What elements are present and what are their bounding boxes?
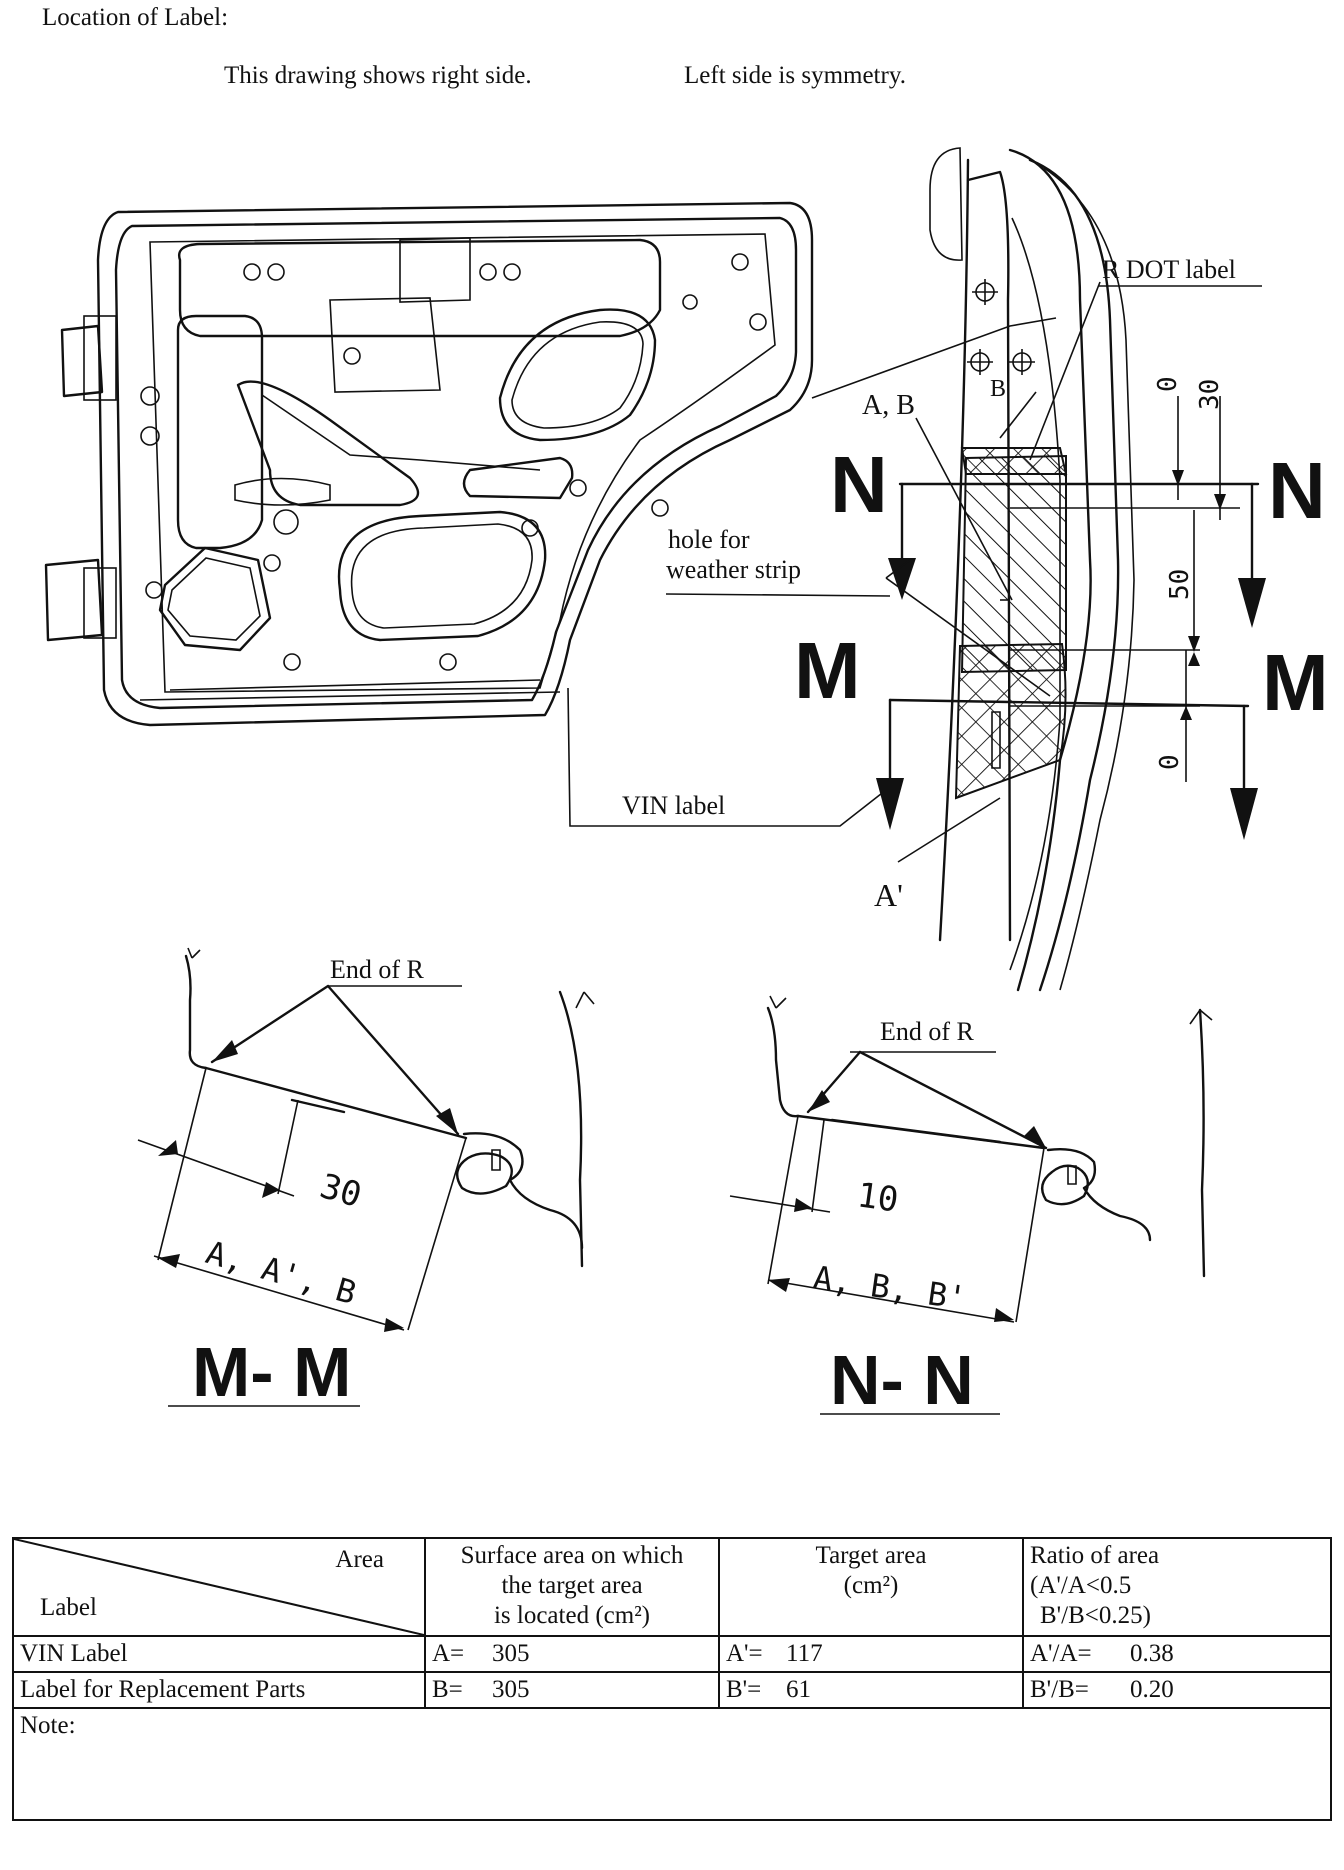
mm-span-label: A, A', B <box>202 1233 361 1312</box>
row-ratio: B'/B=0.20 <box>1022 1671 1332 1709</box>
row-surface: A=305 <box>424 1635 720 1673</box>
header-target-line-1: Target area <box>815 1542 927 1569</box>
end-of-r-label-mm: End of R <box>330 955 425 984</box>
section-mark-m-left: M <box>794 626 861 715</box>
dim-0-bottom: 0 <box>1155 754 1185 770</box>
label-b-prime: B' <box>990 376 1010 402</box>
row-label: VIN Label <box>12 1635 426 1673</box>
section-title-n-n: N- N <box>830 1341 974 1419</box>
table-row-vin: VIN Label A=305 A'=117 A'/A=0.38 <box>12 1635 1332 1673</box>
ab-leader-line <box>915 417 1013 601</box>
vin-label-text: VIN label <box>622 791 725 820</box>
header-ratio-line-2: (A'/A<0.5 <box>1030 1572 1132 1599</box>
door-edge-section <box>929 147 1135 992</box>
symmetry-note: Left side is symmetry. <box>684 62 906 89</box>
door-panel <box>44 201 814 727</box>
header-ratio-line-3: B'/B<0.25) <box>1040 1602 1151 1629</box>
table-corner-cell: Area Label <box>12 1537 426 1637</box>
nn-span-label: A, B, B' <box>811 1258 969 1317</box>
row-target: A'=117 <box>718 1635 1024 1673</box>
dim-50: 50 <box>1165 569 1195 600</box>
hole-text-1: hole for <box>668 525 750 554</box>
row-surface: B=305 <box>424 1671 720 1709</box>
section-mark-n-right: N <box>1268 446 1326 535</box>
dim-30: 30 <box>1195 379 1225 410</box>
diagonal-divider <box>14 1539 424 1635</box>
table-row-replacement-parts: Label for Replacement Parts B=305 B'=61 … <box>12 1671 1332 1709</box>
header-label: Label <box>40 1594 97 1621</box>
mm-dim-30: 30 <box>316 1166 366 1216</box>
header-area: Area <box>335 1546 384 1573</box>
drawing-side-note: This drawing shows right side. <box>224 62 532 89</box>
row-label: Label for Replacement Parts <box>12 1671 426 1709</box>
section-title-m-m: M- M <box>192 1333 351 1411</box>
page-title: Location of Label: <box>42 4 229 31</box>
weather-strip-leader-lines <box>665 559 1051 697</box>
section-m-m <box>137 947 595 1407</box>
section-mark-m-right: M <box>1262 638 1329 727</box>
header-surface-line-1: Surface area on which <box>460 1542 684 1569</box>
vin-leader-line <box>567 687 887 827</box>
header-ratio-line-1: Ratio of area <box>1030 1542 1160 1569</box>
header-surface-line-3: is located (cm²) <box>493 1602 651 1629</box>
r-dot-label: R DOT label <box>1102 255 1236 284</box>
label-a-prime: A' <box>874 877 903 913</box>
header-target-line-2: (cm²) <box>843 1572 899 1599</box>
label-area-table: Area Label Surface area on which the tar… <box>12 1537 1332 1821</box>
row-target: B'=61 <box>718 1671 1024 1709</box>
section-cut-lines <box>876 396 1266 840</box>
dim-0-top: 0 <box>1153 376 1183 392</box>
a-prime-leader-line <box>897 797 1001 863</box>
r-dot-leader-line <box>811 317 1057 399</box>
section-mark-n-left: N <box>830 440 888 529</box>
hole-text-2: weather strip <box>666 555 801 584</box>
note-cell: Note: <box>12 1707 1332 1821</box>
section-n-n <box>729 995 1213 1415</box>
header-surface-line-2: the target area <box>501 1572 643 1599</box>
header-target-area: Target area (cm²) <box>718 1537 1024 1637</box>
door-label-diagram: R DOT label A, B B' hole for weather str… <box>44 147 1329 1419</box>
header-ratio-of-area: Ratio of area (A'/A<0.5 B'/B<0.25) <box>1022 1537 1332 1637</box>
label-a-b: A, B <box>862 390 915 421</box>
header-surface-area: Surface area on which the target area is… <box>424 1537 720 1637</box>
end-of-r-label-nn: End of R <box>880 1017 975 1046</box>
nn-dim-10: 10 <box>855 1175 901 1220</box>
row-ratio: A'/A=0.38 <box>1022 1635 1332 1673</box>
r-dot-section-leader <box>1029 281 1101 461</box>
b-prime-leader-line <box>999 391 1037 439</box>
